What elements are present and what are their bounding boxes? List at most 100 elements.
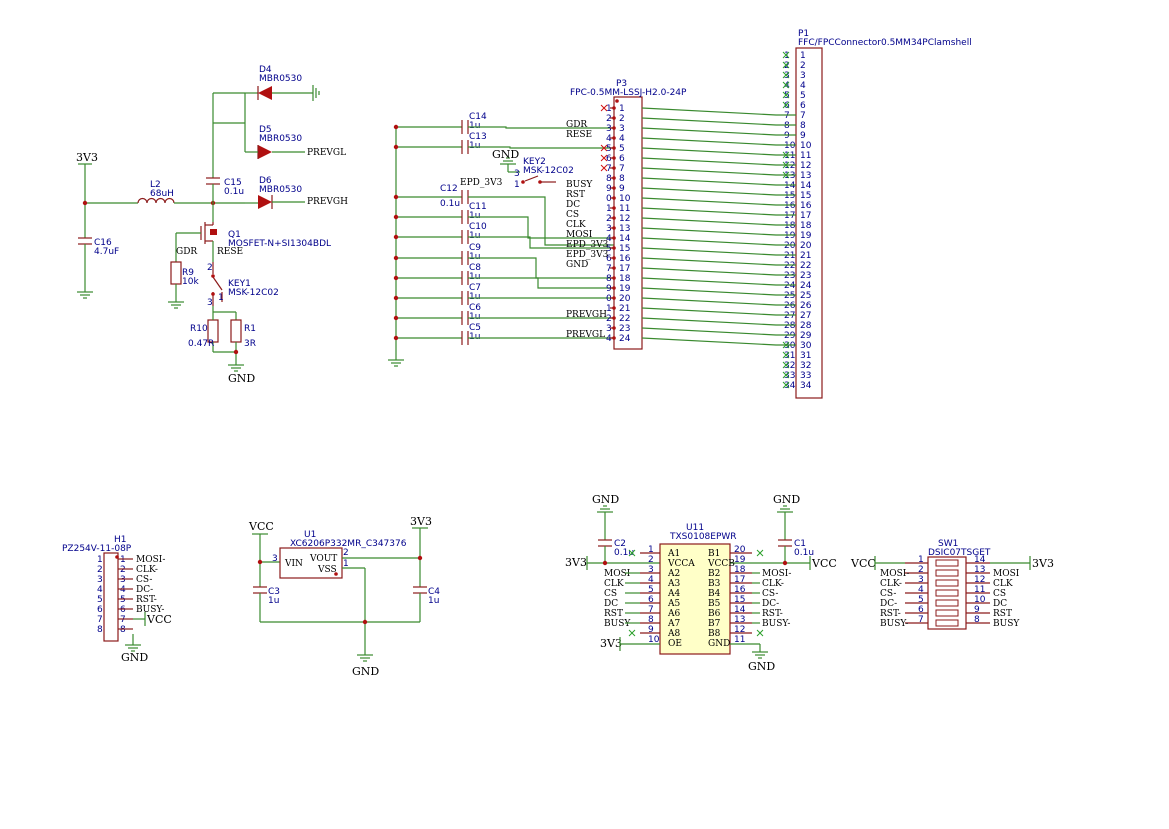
u11-left-net-mosi: MOSI (604, 569, 631, 579)
p1-pin-33: 33 (800, 371, 811, 381)
p1-left-pin-30: 30 (784, 341, 796, 351)
sw1-left-net-mosi: MOSI- (880, 569, 909, 579)
p1-pin-14: 14 (800, 181, 812, 191)
p3-left-pin-21: 1 (606, 304, 612, 314)
p3-left-pin-9: 9 (606, 184, 612, 194)
l2-ref: L2 (150, 180, 161, 190)
sw1-value: DSIC07TSGET (928, 548, 991, 558)
p3-left-pin-2: 2 (606, 114, 612, 124)
p1-left-pin-27: 27 (784, 311, 795, 321)
p1-pin-16: 16 (800, 201, 812, 211)
p1-pin-8: 8 (800, 121, 806, 131)
p3-left-pin-1: 1 (606, 104, 612, 114)
u11-pin-5: 5 (648, 585, 654, 595)
p1-left-pin-16: 16 (784, 201, 796, 211)
r9-ref: R9 (182, 268, 194, 278)
p3-left-pin-20: 0 (606, 294, 612, 304)
u11-3v3-label: 3V3 (565, 556, 587, 569)
p3-net-epd_3v3: EPD_3V3 (566, 250, 609, 260)
p3-net-gdr: GDR (566, 120, 587, 130)
p3-left-pin-11: 1 (606, 204, 612, 214)
sw1-pin-14: 14 (974, 555, 986, 565)
h1-value: PZ254V-11-08P (62, 544, 132, 554)
u11-pin-7: 7 (648, 605, 654, 615)
u11-pin-11: 11 (734, 635, 745, 645)
c12-net-epd-3v3: EPD_3V3 (460, 178, 503, 188)
h1-left-pin-1: 1 (97, 555, 103, 565)
p3-pin-17: 17 (619, 264, 630, 274)
u1-value: XC6206P332MR_C347376 (290, 539, 407, 549)
sw1-right-net-rst: RST (993, 609, 1012, 619)
c3-ref: C3 (268, 587, 280, 597)
sw1-right-net-cs: CS (993, 589, 1006, 599)
u11-pin-18: 18 (734, 565, 746, 575)
p1-left-pin-33: 33 (784, 371, 795, 381)
h1-net-cs: CS- (136, 575, 152, 585)
sw1-pin-1: 1 (918, 555, 924, 565)
p1-pin-1: 1 (800, 51, 806, 61)
p1-left-pin-20: 20 (784, 241, 796, 251)
net-rese: RESE (217, 247, 243, 257)
u11-pin-name-vcca: VCCA (667, 559, 695, 569)
c11-ref: C11 (469, 202, 487, 212)
p1-pin-31: 31 (800, 351, 811, 361)
p3-pin-18: 18 (619, 274, 631, 284)
c15-ref: C15 (224, 178, 242, 188)
p1-left-pin-11: 11 (784, 151, 795, 161)
p1-pin-2: 2 (800, 61, 806, 71)
u11-pin-name-a8: A8 (667, 629, 680, 639)
sw1-pin-7: 7 (918, 615, 924, 625)
u1-pin-1: 1 (343, 559, 349, 569)
c8-ref: C8 (469, 263, 481, 273)
p1-pin-22: 22 (800, 261, 811, 271)
sw1-ref: SW1 (938, 539, 958, 549)
h1-net-dc: DC- (136, 585, 153, 595)
p1-left-pin-15: 15 (784, 191, 795, 201)
u11-pin-name-b6: B6 (708, 609, 721, 619)
sw1-left-net-rst: RST- (880, 609, 901, 619)
p1-pin-10: 10 (800, 141, 812, 151)
u11-pin-name-a5: A5 (667, 599, 680, 609)
sw1-pin-2: 2 (918, 565, 924, 575)
gnd-symbol-r9 (168, 301, 184, 309)
u11-pin-12: 12 (734, 625, 745, 635)
d6-ref: D6 (259, 176, 272, 186)
c16-value: 4.7uF (94, 247, 119, 257)
p3-pin-8: 8 (619, 174, 625, 184)
p3-net-prevgl: PREVGL (566, 330, 605, 340)
u1-pin-3: 3 (272, 554, 278, 564)
inductor-l2 (137, 197, 175, 204)
sw1-pin-11: 11 (974, 585, 985, 595)
p3-left-pin-13: 3 (606, 224, 612, 234)
u11-gnd-top-right: GND (773, 493, 800, 506)
u11-pin-17: 17 (734, 575, 745, 585)
u11-pin-16: 16 (734, 585, 746, 595)
u11-pin-10: 10 (648, 635, 660, 645)
u11-left-net-dc: DC (604, 599, 618, 609)
c13-value: 1u (469, 141, 480, 151)
p1-pin-27: 27 (800, 311, 811, 321)
d6-value: MBR0530 (259, 185, 302, 195)
p3-net-rese: RESE (566, 130, 592, 140)
u11-pin-9: 9 (648, 625, 654, 635)
p1-left-pin-29: 29 (784, 331, 796, 341)
u11-right-net-busy: BUSY- (762, 619, 790, 629)
sw1-pin-3: 3 (918, 575, 924, 585)
u11-right-net-rst: RST- (762, 609, 783, 619)
sw1-right-net-dc: DC (993, 599, 1007, 609)
p1-pin-6: 6 (800, 101, 806, 111)
u11-left-net-rst: RST (604, 609, 623, 619)
p1-left-pin-26: 26 (784, 301, 796, 311)
u11-gnd-top-left: GND (592, 493, 619, 506)
capacitor-bank: C141uC131uC111uC101uC91uC81uC71uC61uC51u… (388, 112, 614, 367)
q1-value: MOSFET-N+SI1304BDL (228, 239, 331, 249)
level-shifter-u11: GND C2 0.1u 3V3 GND C1 0.1u VCC U11 TXS0… (565, 493, 837, 673)
p1-pin-5: 5 (800, 91, 806, 101)
u11-right-net-mosi: MOSI- (762, 569, 791, 579)
u11-pin-1: 1 (648, 545, 654, 555)
c2-ref: C2 (614, 539, 626, 549)
h1-pin-4: 4 (120, 585, 126, 595)
c4-ref: C4 (428, 587, 440, 597)
p1-pin-19: 19 (800, 231, 812, 241)
